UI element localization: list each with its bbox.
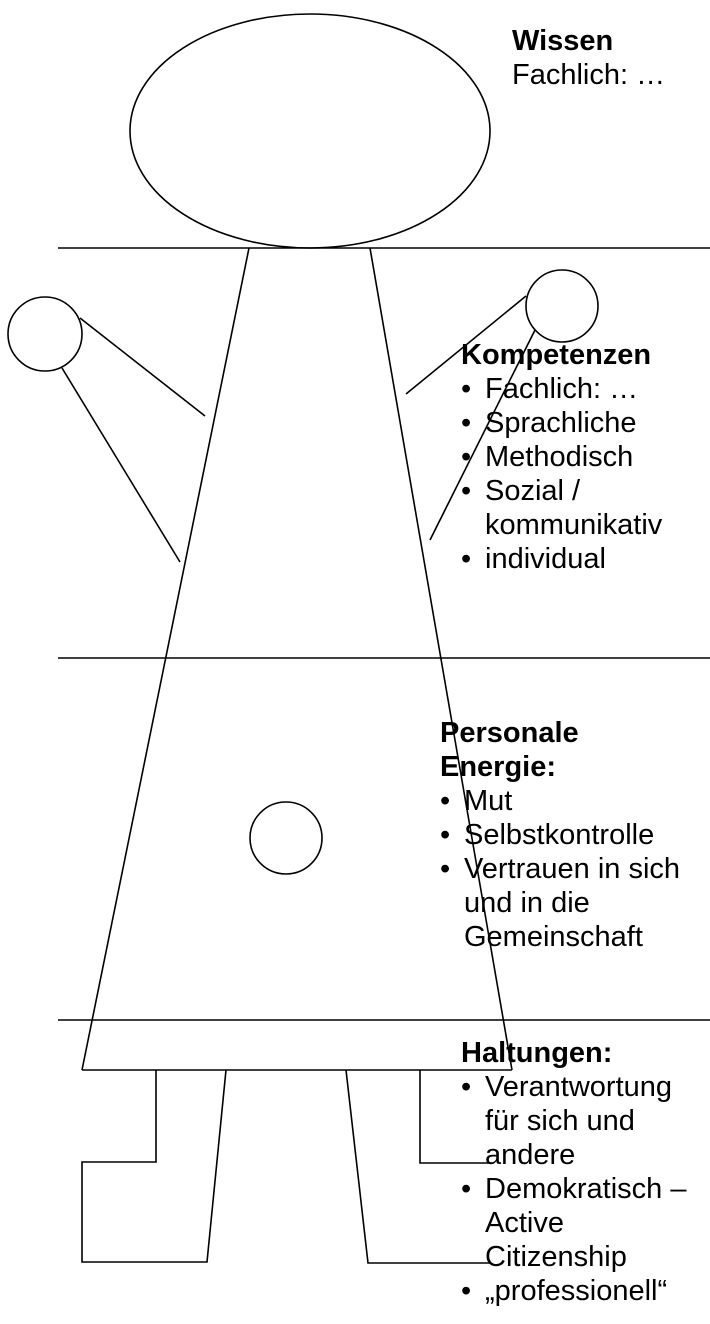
- list-item: Vertrauen in sich und in die Gemeinschaf…: [440, 852, 684, 954]
- wissen-line: Fachlich: …: [512, 59, 666, 91]
- list-item: Sprachliche: [461, 406, 710, 440]
- kompetenzen-section: Kompetenzen Fachlich: … Sprachliche Meth…: [461, 338, 710, 576]
- head-ellipse: [129, 13, 491, 249]
- list-item: Demokratisch – Active Citizenship: [461, 1172, 710, 1274]
- wissen-section: Wissen Fachlich: …: [512, 24, 665, 92]
- haltungen-heading: Haltungen:: [461, 1037, 613, 1069]
- body-left-edge: [81, 247, 250, 1071]
- left-arm-lower: [61, 367, 181, 563]
- personale-energie-heading: Personale Energie:: [440, 717, 579, 783]
- list-item: Methodisch: [461, 440, 710, 474]
- haltungen-list: Verantwortung für sich und andere Demokr…: [461, 1070, 710, 1308]
- right-leg-boot: [345, 1069, 490, 1264]
- kompetenzen-list: Fachlich: … Sprachliche Methodisch Sozia…: [461, 372, 710, 576]
- list-item: „professionell“: [461, 1274, 710, 1308]
- left-leg-boot: [81, 1069, 227, 1263]
- list-item: Mut: [440, 784, 705, 818]
- personale-energie-list: Mut Selbstkontrolle Vertrauen in sich un…: [440, 784, 705, 954]
- personale-energie-section: Personale Energie: Mut Selbstkontrolle V…: [440, 716, 705, 954]
- belly-circle: [249, 801, 323, 875]
- kompetenzen-heading: Kompetenzen: [461, 339, 652, 371]
- right-hand-circle: [525, 269, 599, 343]
- left-arm-upper: [79, 317, 206, 417]
- list-item: Selbstkontrolle: [440, 818, 705, 852]
- list-item: individual: [461, 542, 710, 576]
- haltungen-section: Haltungen: Verantwortung für sich und an…: [461, 1036, 710, 1308]
- wissen-heading: Wissen: [512, 25, 614, 57]
- list-item: Sozial / kommunikativ: [461, 474, 685, 542]
- list-item: Fachlich: …: [461, 372, 710, 406]
- list-item: Verantwortung für sich und andere: [461, 1070, 695, 1172]
- left-hand-circle: [7, 296, 83, 372]
- right-arm-upper: [405, 295, 527, 395]
